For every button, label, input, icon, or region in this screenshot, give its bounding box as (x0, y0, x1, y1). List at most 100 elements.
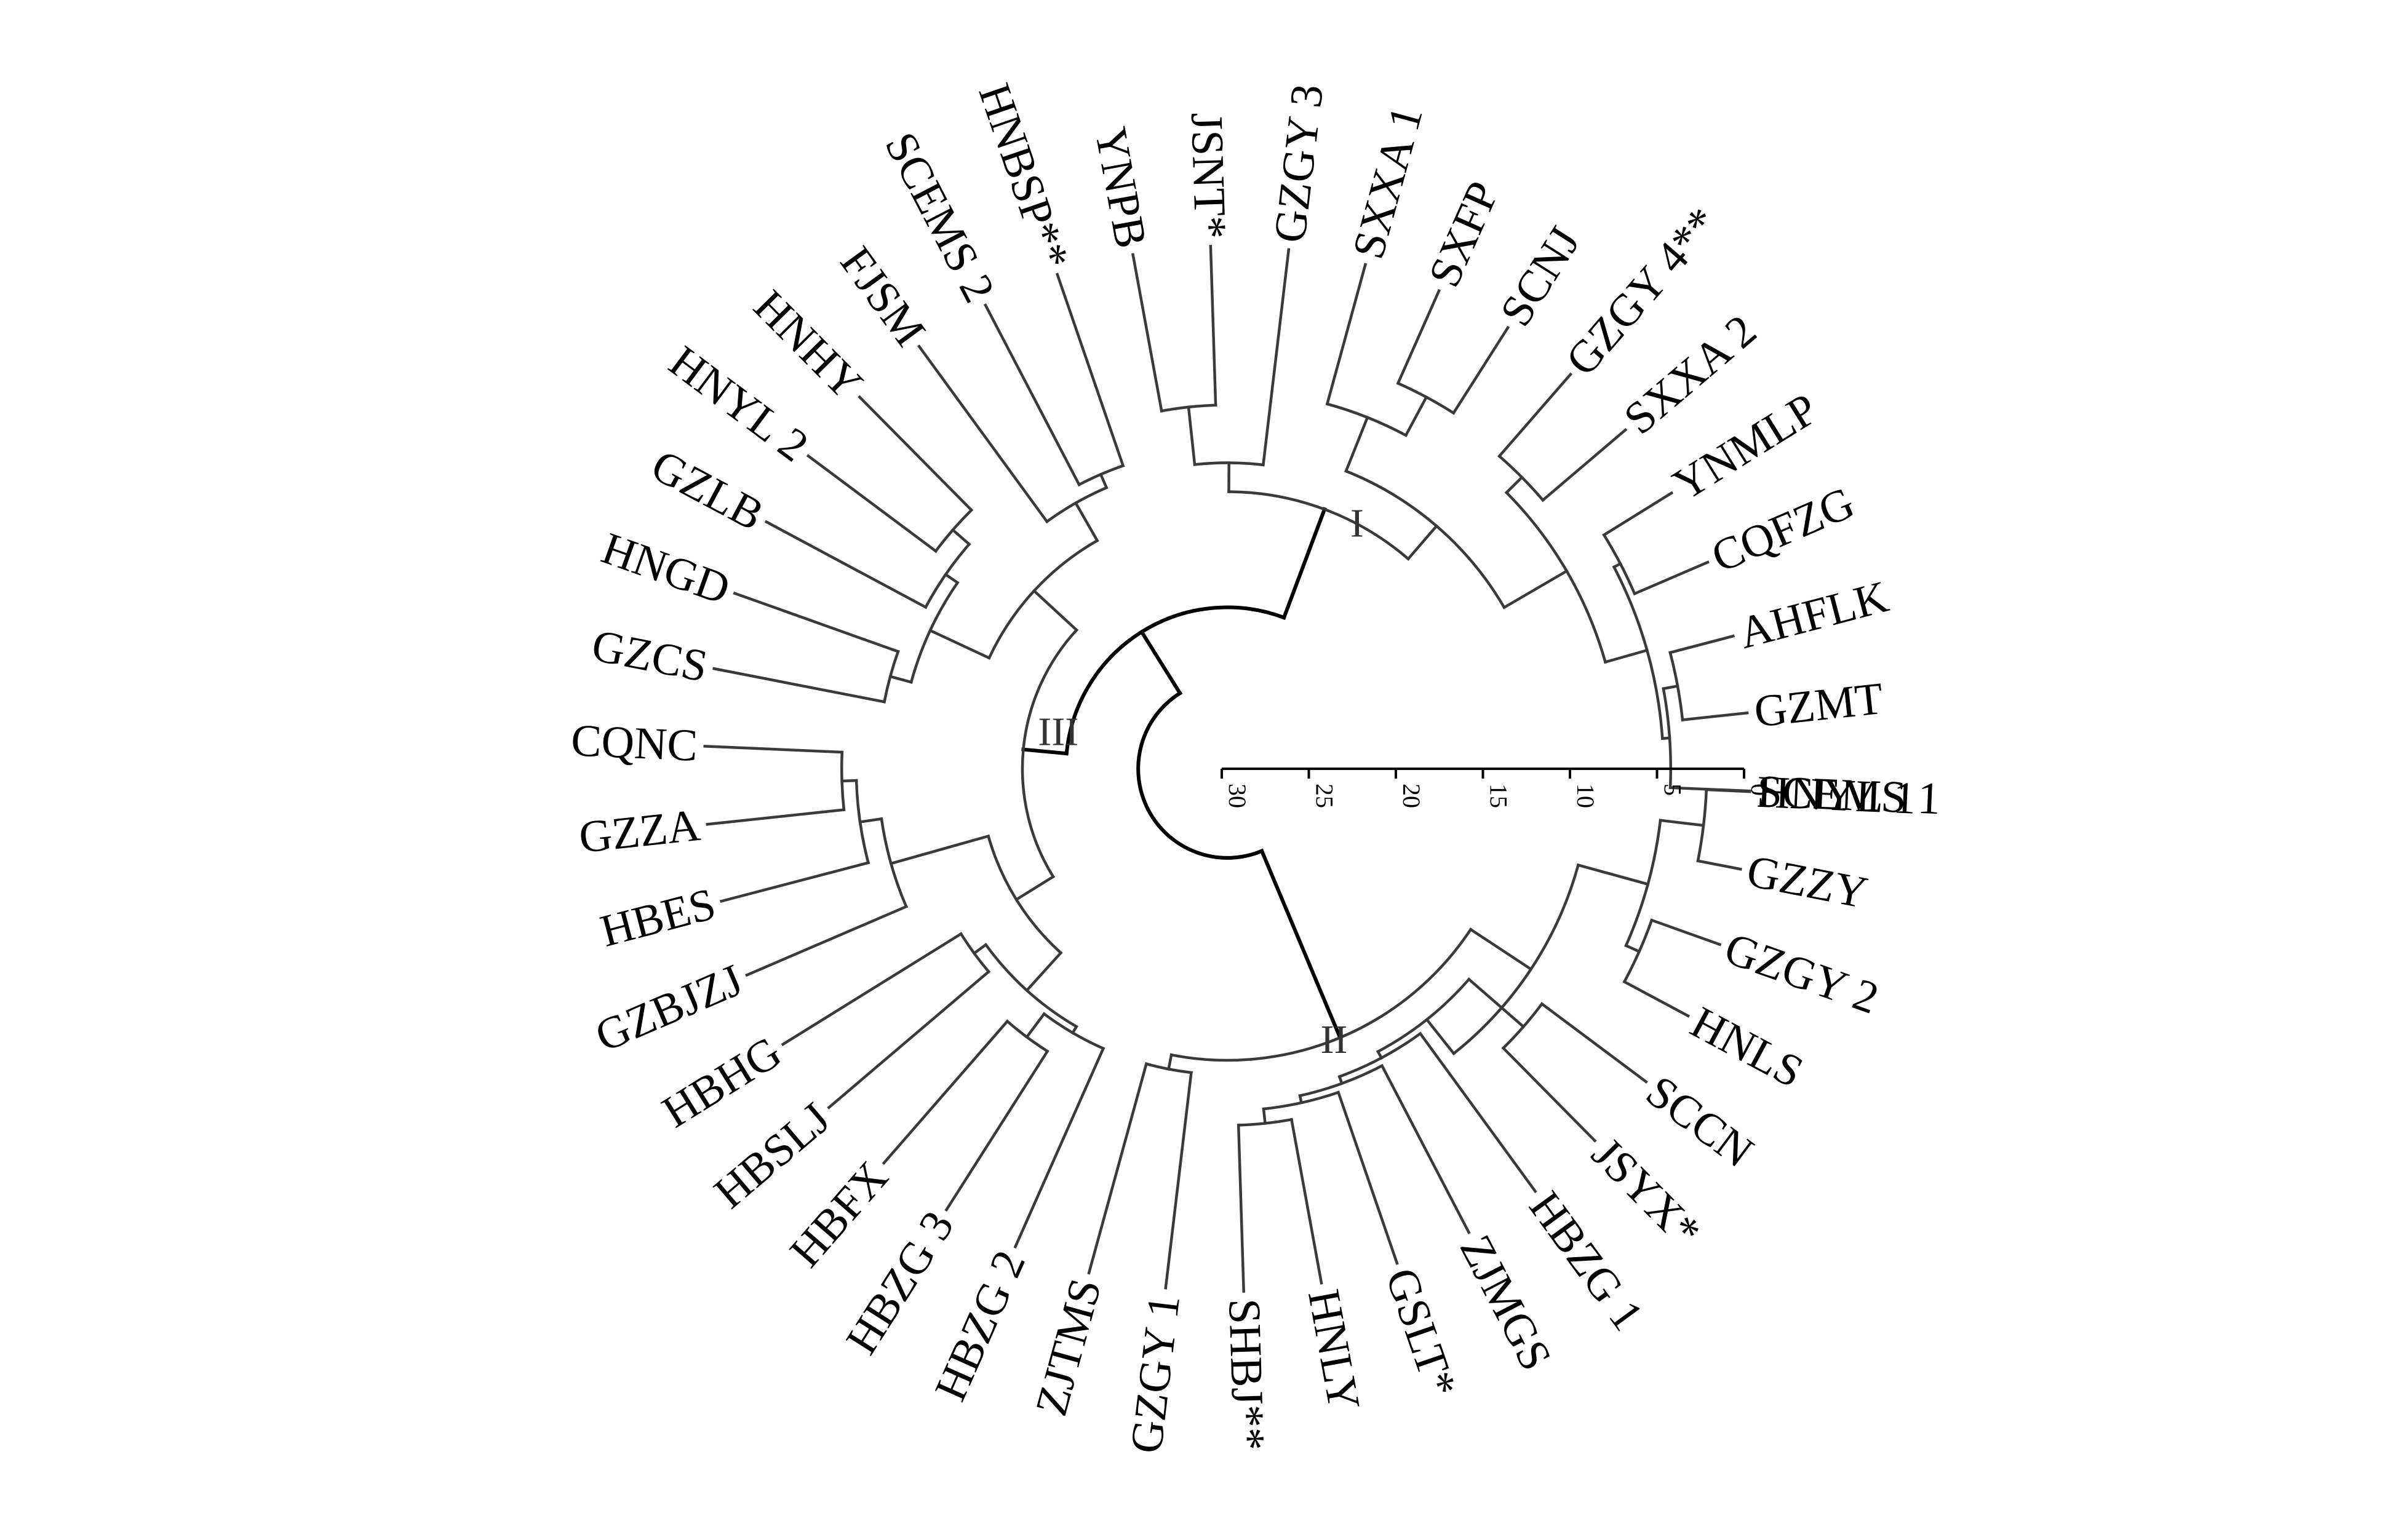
branch-radial-111 (1418, 1031, 1537, 1194)
branch-radial-28 (706, 808, 846, 826)
branch-radial-30 (1032, 589, 1079, 632)
branch-arc-119 (1237, 1117, 1294, 1127)
branch-radial-108 (1501, 1046, 1597, 1143)
leaf-label-20: GZZA (576, 800, 703, 863)
branch-arc-62 (1344, 469, 1507, 609)
branch-radial-47 (917, 344, 1049, 524)
branch-arc-90 (1169, 927, 1473, 1062)
leaf-label-31: JSNT* (1181, 112, 1236, 240)
branch-radial-103 (1425, 1017, 1456, 1056)
branch-radial-48 (1099, 472, 1109, 490)
branch-radial-40 (764, 520, 928, 609)
leaf-label-21: CQNC (570, 715, 699, 771)
cluster-label-1: II (1321, 1017, 1348, 1062)
branch-radial-5 (1014, 875, 1056, 902)
branch-radial-7 (1025, 951, 1063, 993)
branch-radial-125 (1087, 1062, 1149, 1275)
branch-arc-96 (1696, 788, 1708, 863)
leaf-label-41: GZMT (1752, 673, 1886, 737)
scale-tick-label-2: 20 (1398, 784, 1425, 808)
branch-radial-70 (1502, 569, 1569, 609)
branch-arc-0 (1136, 690, 1265, 860)
branch-arc-73 (1497, 454, 1545, 502)
branch-arc-71 (1504, 490, 1607, 664)
branch-radial-120 (1289, 1117, 1323, 1285)
leaf-label-13: HBZG 2 (925, 1243, 1035, 1408)
tree-branches (703, 245, 1751, 1293)
branch-arc-10 (1042, 1012, 1105, 1050)
branch-radial-105 (1467, 977, 1526, 1029)
branch-radial-1 (1139, 629, 1183, 696)
branch-radial-20 (889, 834, 990, 865)
branch-radial-15 (882, 1019, 1010, 1165)
branch-radial-60 (1261, 248, 1291, 467)
scale-tick-label-3: 15 (1485, 784, 1513, 808)
branch-radial-29 (703, 745, 844, 754)
branch-arc-6 (986, 834, 1063, 955)
branch-radial-124 (1164, 1071, 1193, 1290)
branch-radial-26 (840, 779, 858, 783)
leaf-label-3: HNLS (1683, 997, 1811, 1098)
leaf-label-23: HNGD (596, 523, 736, 614)
branch-radial-51 (1055, 272, 1125, 468)
leaf-label-2: GZGY 2 (1718, 923, 1885, 1024)
branch-arc-17 (959, 932, 991, 974)
branch-radial-52 (1281, 507, 1327, 621)
branch-radial-43 (806, 454, 938, 554)
branch-arc-64 (1325, 402, 1408, 437)
branch-radial-61 (1406, 524, 1439, 561)
branch-radial-89 (1259, 848, 1343, 1041)
branch-arc-4 (1021, 628, 1079, 879)
branch-radial-95 (1659, 819, 1705, 827)
branch-radial-118 (1262, 1107, 1267, 1125)
leaf-label-0: HNYL 1 (1756, 767, 1917, 824)
branch-arc-35 (882, 649, 900, 704)
branch-arc-110 (1337, 1031, 1422, 1079)
branch-arc-123 (1144, 1062, 1193, 1074)
branch-radial-74 (1497, 372, 1573, 458)
scale-tick-label-5: 5 (1659, 784, 1687, 796)
branch-radial-121 (1237, 1124, 1246, 1293)
branch-radial-14 (944, 1049, 1050, 1212)
branch-radial-99 (1624, 943, 1641, 954)
branch-radial-122 (1166, 1053, 1173, 1071)
leaf-label-22: GZCS (588, 620, 711, 692)
branch-arc-79 (1602, 533, 1637, 596)
branch-radial-18 (827, 969, 991, 1109)
branch-radial-101 (1650, 918, 1722, 947)
leaf-label-32: GZGY 3 (1264, 82, 1333, 245)
branch-radial-65 (1325, 263, 1368, 406)
branch-radial-22 (745, 905, 909, 977)
branch-radial-114 (1380, 1063, 1471, 1234)
leaf-label-18: GZBJZJ (588, 955, 750, 1062)
branch-radial-76 (1603, 648, 1649, 664)
branch-arc-113 (1298, 1063, 1384, 1098)
branch-radial-68 (1396, 288, 1441, 386)
branch-radial-38 (944, 572, 960, 585)
branch-arc-49 (1077, 464, 1125, 487)
leaf-label-17: HBHG (654, 1027, 790, 1138)
cluster-label-2: III (1038, 710, 1078, 755)
branch-radial-58 (1131, 253, 1163, 413)
branch-arc-53 (1227, 490, 1411, 561)
branch-radial-93 (1576, 863, 1650, 886)
branch-arc-77 (1612, 565, 1664, 740)
leaf-label-10: SHBJ** (1219, 1298, 1274, 1451)
branch-arc-8 (984, 943, 1078, 1029)
branch-radial-63 (1344, 415, 1369, 473)
branch-arc-24 (854, 779, 870, 865)
branch-radial-50 (983, 303, 1081, 487)
branch-arc-31 (987, 538, 1099, 660)
leaf-label-4: SCCN (1637, 1066, 1763, 1177)
branch-arc-67 (1396, 381, 1456, 415)
leaf-label-39: CQFZG (1705, 477, 1862, 582)
scale-tick-label-0: 30 (1224, 784, 1251, 808)
branch-arc-27 (840, 750, 846, 812)
branch-arc-83 (1662, 687, 1672, 790)
branch-radial-81 (1633, 560, 1710, 596)
branch-radial-84 (1662, 684, 1679, 691)
branch-radial-16 (972, 943, 988, 956)
